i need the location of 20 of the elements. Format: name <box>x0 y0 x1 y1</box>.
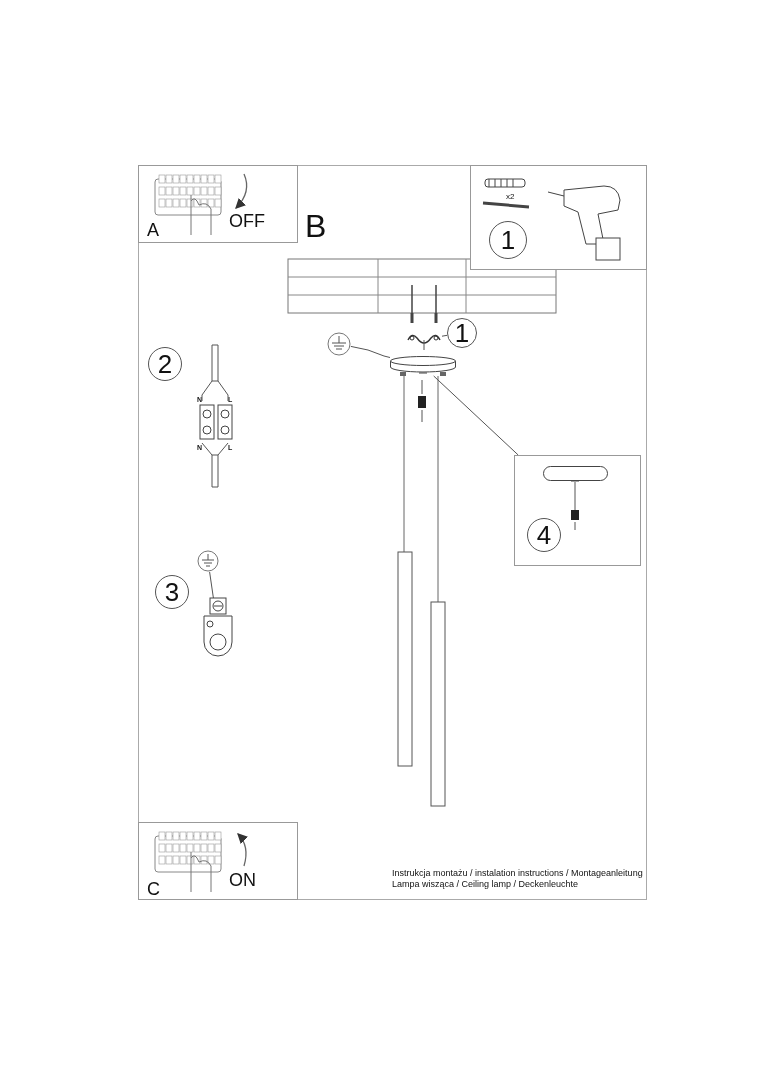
ground-symbol-icon <box>197 550 219 572</box>
step-number: 4 <box>527 518 561 552</box>
document-title: Instrukcja montażu / instalation instructions / Montageanleitung <box>392 869 643 878</box>
step-letter: A <box>147 221 159 239</box>
ground-symbol-icon <box>327 332 351 356</box>
quantity-label: x2 <box>506 193 515 201</box>
ground-wire <box>209 571 214 599</box>
step-letter: B <box>305 210 327 242</box>
canopy-drawing <box>390 356 456 376</box>
ground-wire <box>350 345 391 358</box>
step-letter: C <box>147 880 160 898</box>
step-number: 1 <box>447 318 477 348</box>
leader-line <box>441 334 448 337</box>
detail-leader-line <box>433 375 519 456</box>
switch-label: ON <box>229 871 256 889</box>
step-number: 1 <box>489 221 527 259</box>
document-subtitle: Lampa wisząca / Ceiling lamp / Deckenleuchte <box>392 880 579 889</box>
step-number: 3 <box>155 575 189 609</box>
step-number: 2 <box>148 347 182 381</box>
switch-label: OFF <box>229 212 265 230</box>
